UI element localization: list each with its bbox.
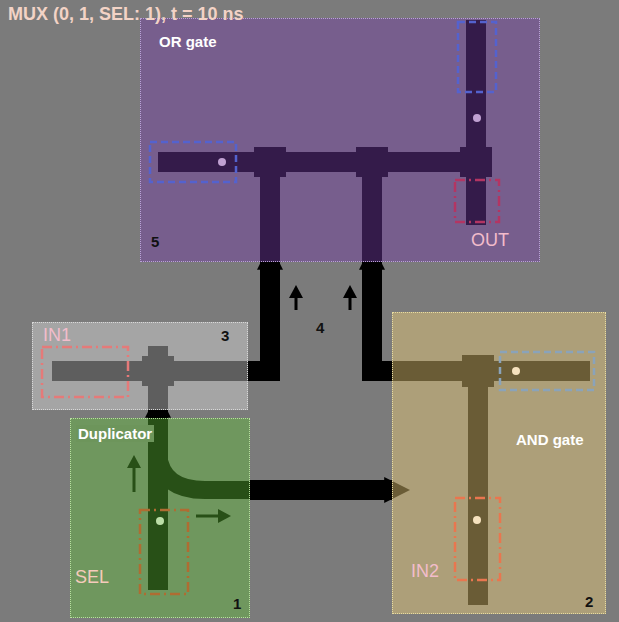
- or-gate-region: OR gateOUT 5: [140, 18, 540, 262]
- waveguide-connector: [148, 410, 168, 418]
- port-name: IN2: [411, 561, 439, 582]
- region-title: OR gate: [159, 33, 217, 50]
- callout-number: 3: [221, 327, 229, 344]
- waveguide-connector: [248, 262, 270, 371]
- waveguide-connector: [372, 262, 392, 371]
- region-title: AND gate: [516, 431, 584, 448]
- callout-number: 1: [233, 595, 241, 612]
- input-region: IN1 3: [32, 322, 248, 410]
- callout-number: 2: [585, 593, 593, 610]
- port-name: IN1: [43, 325, 71, 346]
- region-title: Duplicator: [76, 425, 154, 442]
- and-gate-region: AND gateIN2 2: [392, 312, 606, 614]
- waveguide-connector: [250, 480, 392, 500]
- port-name: SEL: [75, 567, 109, 588]
- title: MUX (0, 1, SEL: 1), t = 10 ns: [8, 4, 244, 25]
- callout-number: 5: [151, 233, 159, 250]
- duplicator-region: DuplicatorSEL 1: [70, 418, 250, 618]
- callout-number: 4: [316, 319, 324, 336]
- port-name: OUT: [471, 230, 509, 251]
